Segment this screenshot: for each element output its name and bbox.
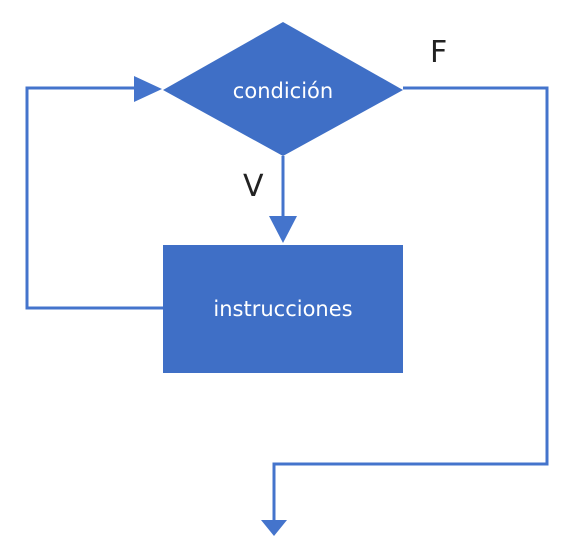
instructions-node: instrucciones xyxy=(163,245,403,373)
instructions-rectangle-shape xyxy=(163,245,403,373)
true-branch-connector: V xyxy=(243,156,297,243)
false-branch-connector: F xyxy=(261,35,549,536)
false-branch-label: F xyxy=(430,35,447,70)
condition-diamond-shape xyxy=(163,22,403,156)
loop-back-line xyxy=(25,86,163,310)
exit-arrowhead xyxy=(261,520,287,536)
true-branch-arrowhead xyxy=(269,216,297,243)
loop-back-connector xyxy=(25,76,163,310)
condition-node: condición xyxy=(163,22,403,156)
true-branch-label: V xyxy=(243,169,264,204)
instructions-label: instrucciones xyxy=(213,297,352,321)
loop-back-arrowhead xyxy=(134,76,162,102)
condition-label: condición xyxy=(233,79,333,103)
false-branch-line xyxy=(272,86,549,522)
